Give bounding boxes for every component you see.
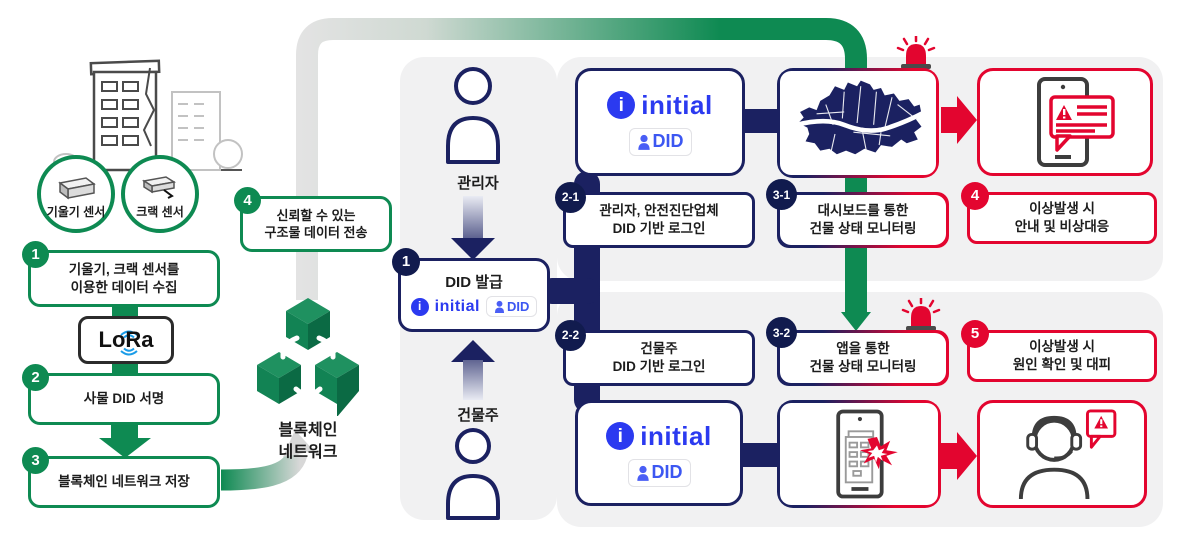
pipe-blockchain-to-monitoring	[296, 18, 867, 314]
step3-badge: 3	[22, 447, 49, 474]
trusted-data-line2: 구조물 데이터 전송	[264, 225, 368, 240]
lora-box: LoRa	[78, 316, 174, 364]
red-arrow-top	[941, 96, 977, 144]
dashboard-monitoring-line1: 대시보드를 통한	[817, 203, 909, 219]
arrow-step2-step3-shaft	[111, 424, 138, 440]
tilt-sensor-label: 기울기 센서	[46, 205, 106, 219]
crack-sensor-icon	[141, 176, 177, 199]
step2-line1: 사물 DID 서명	[83, 391, 165, 407]
did-chip-text: DID	[506, 299, 530, 315]
login-owner-badge: 2-2	[555, 320, 586, 351]
initial-did-box-bottom: i initial DID	[575, 400, 743, 506]
arrow-manager-head	[451, 238, 495, 260]
step1-badge: 1	[22, 241, 49, 268]
phone-crack-icon	[836, 409, 898, 499]
emergency-response-badge: 4	[961, 182, 989, 210]
owner-label: 건물주	[457, 407, 499, 424]
evacuation-box: 5 이상발생 시 원인 확인 및 대피	[961, 320, 1157, 382]
phone-alert-icon	[1037, 77, 1115, 167]
operator-box	[977, 400, 1147, 508]
step3-line1: 블록체인 네트워크 저장	[58, 474, 190, 490]
arrow-owner-head	[451, 340, 495, 362]
owner-icon	[446, 428, 500, 520]
did-person-icon	[637, 134, 650, 150]
login-owner-line2: DID 기반 로그인	[612, 359, 706, 374]
siren-icon	[901, 298, 941, 331]
seoul-map-icon	[795, 80, 927, 155]
login-owner-line1: 건물주	[640, 341, 678, 357]
did-chip: DID	[485, 296, 538, 318]
blockchain-label-line1: 블록체인	[278, 422, 338, 439]
login-manager-badge: 2-1	[555, 182, 586, 213]
manager-label: 관리자	[457, 175, 499, 192]
login-manager-line1: 관리자, 안전진단업체	[599, 203, 719, 219]
red-arrow-bottom	[941, 432, 977, 480]
pipe-arrowhead-down	[841, 312, 871, 331]
lora-signal-icon	[120, 330, 138, 356]
trusted-data-badge: 4	[234, 187, 261, 214]
step2-badge: 2	[22, 364, 49, 391]
emergency-response-line1: 이상발생 시	[1029, 201, 1095, 217]
emergency-response-box: 4 이상발생 시 안내 및 비상대응	[961, 182, 1157, 244]
dashboard-map-box	[777, 68, 939, 178]
arrow-owner-shaft	[463, 360, 483, 400]
did-issue-badge: 1	[392, 248, 420, 276]
initial-logo-text: initial	[640, 420, 712, 451]
initial-logo-icon: i	[410, 297, 429, 316]
initial-logo-text: initial	[641, 89, 713, 120]
evacuation-line1: 이상발생 시	[1029, 339, 1095, 355]
app-monitoring-box: 앱을 통한 건물 상태 모니터링 3-2	[766, 317, 949, 386]
did-chip: DID	[627, 459, 691, 488]
did-chip-text: DID	[652, 131, 684, 152]
trusted-data-line1: 신뢰할 수 있는	[276, 207, 356, 223]
manager-icon	[446, 67, 500, 164]
initial-did-box-top: i initial DID	[575, 68, 745, 176]
app-monitoring-line2: 건물 상태 모니터링	[809, 359, 917, 374]
did-issue-title: DID 발급	[445, 273, 503, 291]
did-chip-text: DID	[651, 462, 683, 483]
step3-box: 3 블록체인 네트워크 저장	[22, 447, 220, 508]
arrowhead-to-blockchain	[283, 430, 314, 457]
did-person-icon	[636, 465, 649, 481]
step2-box: 2 사물 DID 서명	[22, 364, 220, 425]
tilt-sensor-circle: 기울기 센서	[37, 155, 115, 233]
lora-label: LoRa	[98, 327, 154, 352]
arrow-manager-shaft	[463, 196, 483, 240]
blockchain-network-label: 블록체인 네트워크	[238, 420, 378, 463]
dashboard-monitoring-box: 대시보드를 통한 건물 상태 모니터링 3-1	[766, 179, 949, 248]
arrow-step2-step3-head	[99, 438, 151, 458]
step1-box: 1 기울기, 크랙 센서를 이용한 데이터 수집	[22, 241, 220, 307]
blockchain-label-line2: 네트워크	[278, 443, 338, 461]
initial-logo-icon: i	[607, 91, 636, 120]
did-person-icon	[494, 300, 505, 313]
crack-sensor-circle: 크랙 센서	[121, 155, 199, 233]
dashboard-monitoring-line2: 건물 상태 모니터링	[809, 221, 917, 236]
evacuation-line2: 원인 확인 및 대피	[1012, 357, 1112, 372]
alert-phone-box	[977, 68, 1153, 176]
blockchain-network-icon	[257, 298, 359, 416]
siren-icon	[896, 36, 936, 69]
did-chip: DID	[628, 128, 692, 157]
emergency-response-line2: 안내 및 비상대응	[1014, 219, 1110, 234]
crack-sensor-label: 크랙 센서	[136, 205, 184, 219]
did-issue-box: 1 DID 발급 i initial DID	[392, 248, 550, 332]
arrow-store-to-blockchain	[220, 450, 308, 491]
app-monitoring-line1: 앱을 통한	[836, 341, 890, 357]
login-manager-box: 2-1 관리자, 안전진단업체 DID 기반 로그인	[555, 182, 755, 248]
crack-phone-box	[777, 400, 941, 508]
dashboard-monitoring-badge: 3-1	[766, 179, 797, 210]
tilt-sensor-icon	[58, 177, 96, 200]
step1-line1: 기울기, 크랙 센서를	[68, 261, 180, 277]
initial-logo-text: initial	[434, 298, 480, 316]
initial-logo-icon: i	[606, 422, 635, 451]
app-monitoring-badge: 3-2	[766, 317, 797, 348]
evacuation-badge: 5	[961, 320, 989, 348]
step1-line2: 이용한 데이터 수집	[70, 279, 178, 295]
operator-headset-icon	[1018, 409, 1117, 500]
login-owner-box: 2-2 건물주 DID 기반 로그인	[555, 320, 755, 386]
login-manager-line2: DID 기반 로그인	[612, 221, 706, 236]
trusted-data-box: 4 신뢰할 수 있는 구조물 데이터 전송	[234, 187, 392, 252]
